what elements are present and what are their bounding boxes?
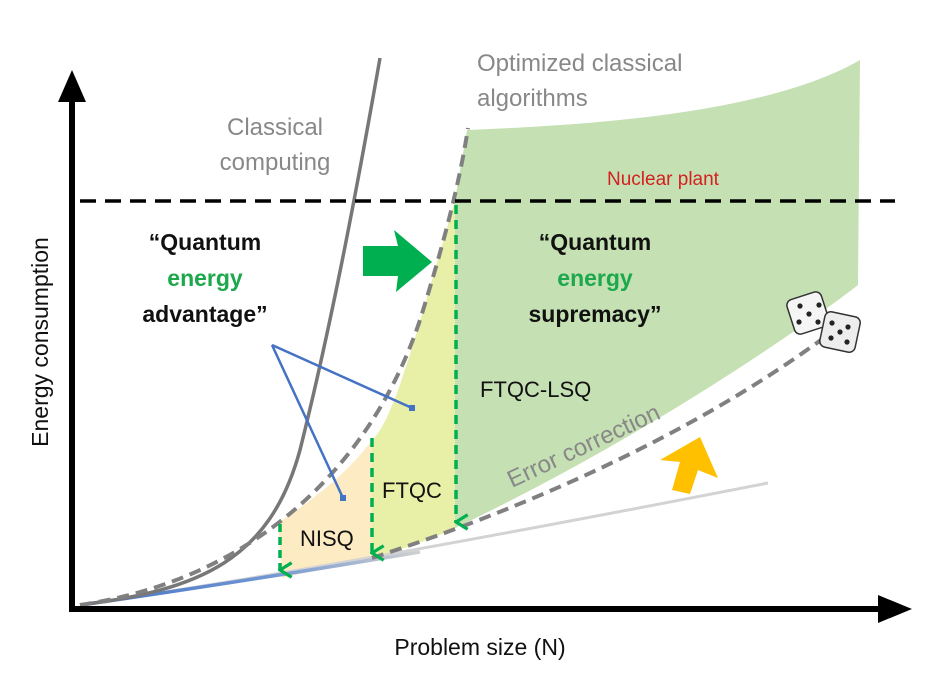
pointer-end-2 xyxy=(340,495,346,501)
supremacy-label-1: “Quantum xyxy=(539,229,651,255)
advantage-label-2: energy xyxy=(167,265,243,291)
supremacy-label-3: supremacy” xyxy=(529,301,662,327)
advantage-pointers xyxy=(270,343,413,499)
classical-label-1: Classical xyxy=(227,114,323,141)
supremacy-region xyxy=(455,60,860,528)
ftqc-lsq-label: FTQC-LSQ xyxy=(480,377,591,402)
pointer-end-1 xyxy=(409,405,415,411)
classical-label-2: computing xyxy=(220,149,331,176)
optimized-label-1: Optimized classical xyxy=(477,50,682,77)
advantage-label-3: advantage” xyxy=(142,301,267,327)
x-axis-title: Problem size (N) xyxy=(394,634,565,660)
orange-up-arrow-icon xyxy=(660,437,718,494)
y-axis-arrowhead xyxy=(58,70,86,102)
x-axis-arrowhead xyxy=(878,595,912,623)
green-right-arrow-icon xyxy=(363,230,432,292)
classical-curve xyxy=(79,57,382,607)
supremacy-label-2: energy xyxy=(557,265,633,291)
ftqc-label: FTQC xyxy=(382,478,442,503)
dice-icon xyxy=(786,291,861,353)
advantage-label-1: “Quantum xyxy=(149,229,261,255)
y-axis-title: Energy consumption xyxy=(27,237,53,447)
ftqc-region xyxy=(372,200,455,558)
nisq-region xyxy=(278,440,372,578)
nuclear-plant-label: Nuclear plant xyxy=(607,169,720,190)
optimized-label-2: algorithms xyxy=(477,85,588,112)
error-correction-curve xyxy=(371,316,852,560)
optimized-classical-curve xyxy=(79,127,470,607)
nisq-label: NISQ xyxy=(300,526,354,551)
